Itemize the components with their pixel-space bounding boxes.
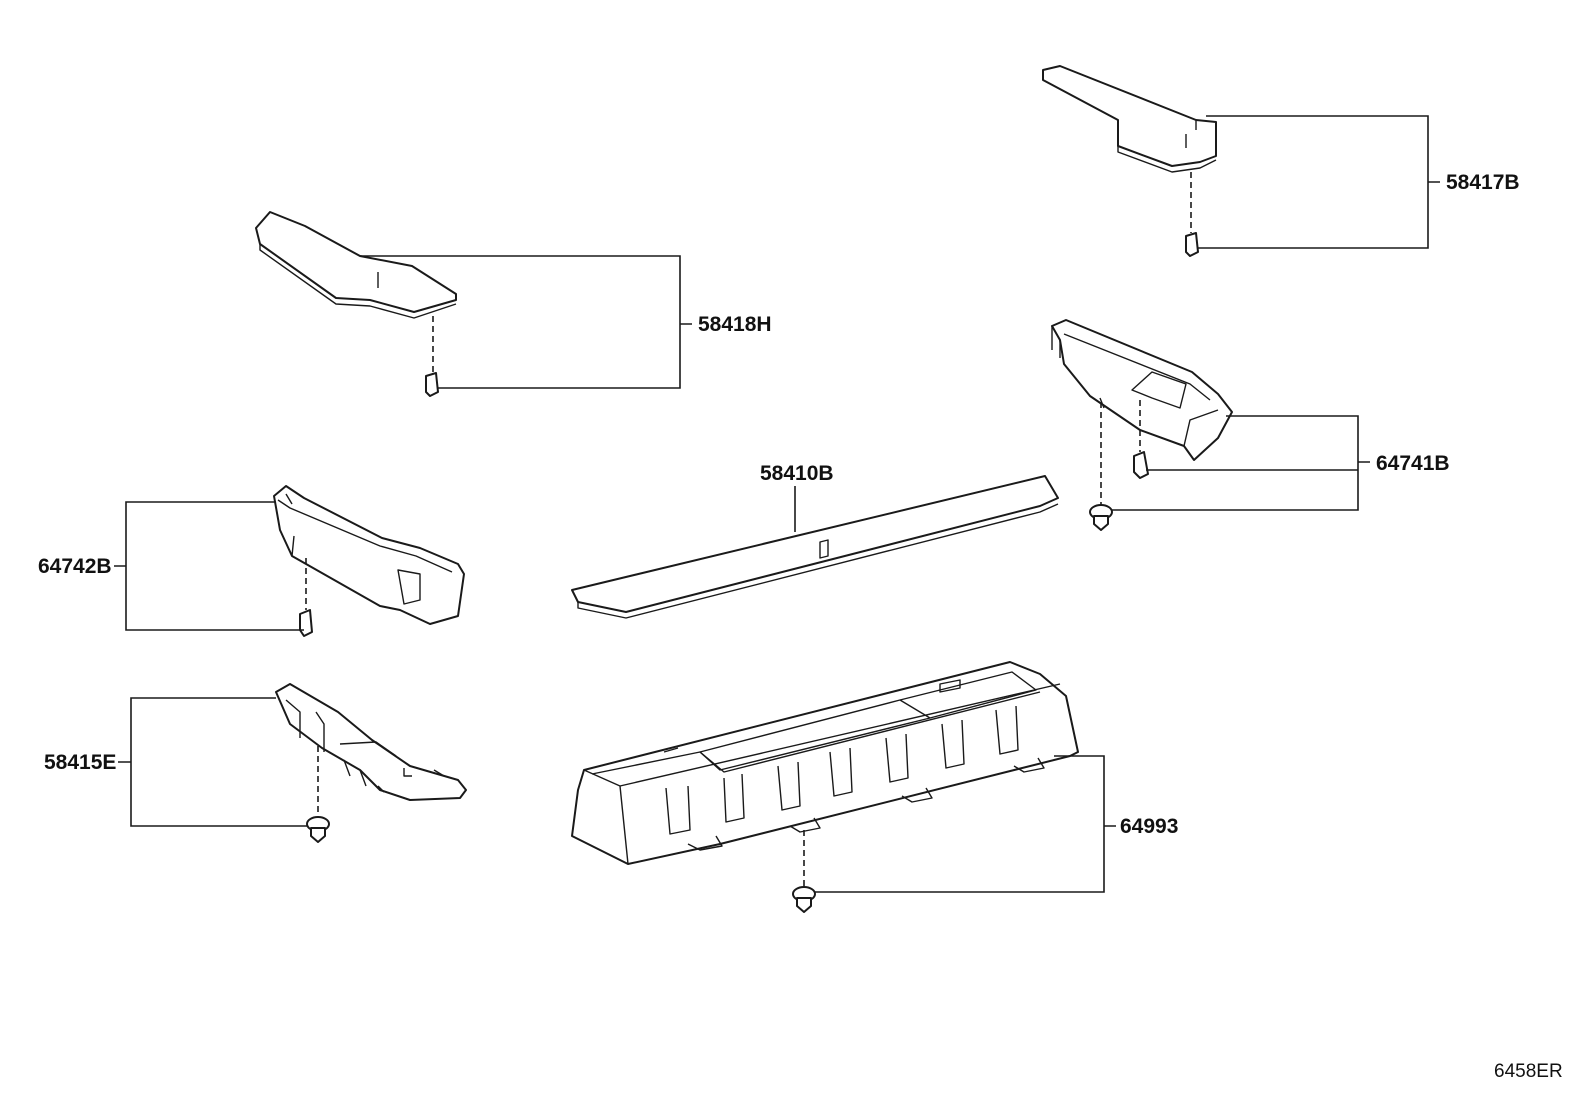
label-64993[interactable]: 64993: [1120, 815, 1178, 838]
leader-64742b: [114, 501, 304, 631]
part-58410b-board[interactable]: [571, 475, 1059, 619]
clip-64742b: [299, 609, 313, 637]
label-64742b[interactable]: 64742B: [38, 555, 112, 578]
leader-58417b: [1198, 115, 1440, 249]
clip-64741b: [1133, 451, 1149, 479]
label-58410b[interactable]: 58410B: [760, 462, 834, 485]
clip-58417b: [1185, 232, 1199, 257]
label-58415e[interactable]: 58415E: [44, 751, 116, 774]
part-58415e-bracket[interactable]: [275, 683, 467, 801]
part-64741b-tray[interactable]: [1051, 319, 1233, 461]
label-58417b[interactable]: 58417B: [1446, 171, 1520, 194]
part-64742b-tray[interactable]: [273, 485, 465, 625]
push-rivet-64741b: [1089, 504, 1113, 531]
leader-64741b: [1112, 415, 1370, 511]
leader-58415e: [118, 697, 308, 827]
label-64741b[interactable]: 64741B: [1376, 452, 1450, 475]
part-64993-box[interactable]: [571, 661, 1079, 865]
part-58417b-panel[interactable]: [1042, 65, 1217, 173]
leader-58418h: [360, 255, 692, 389]
illustration-code: 6458ER: [1494, 1061, 1563, 1082]
part-58418h-panel[interactable]: [255, 211, 457, 319]
clip-58418h: [425, 372, 439, 397]
leader-64993: [814, 755, 1116, 893]
push-rivet-58415e: [306, 816, 330, 843]
push-rivet-64993: [792, 886, 816, 913]
label-58418h[interactable]: 58418H: [698, 313, 772, 336]
